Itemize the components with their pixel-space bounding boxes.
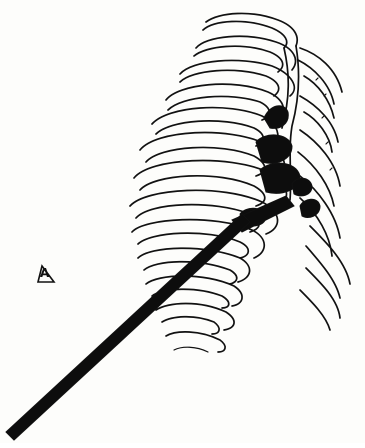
figure-label: A [34,262,58,286]
upper-ribs [180,13,297,96]
pointer-rod [6,214,250,440]
figure-label-text: A [40,267,49,279]
lower-ribs [132,220,264,352]
